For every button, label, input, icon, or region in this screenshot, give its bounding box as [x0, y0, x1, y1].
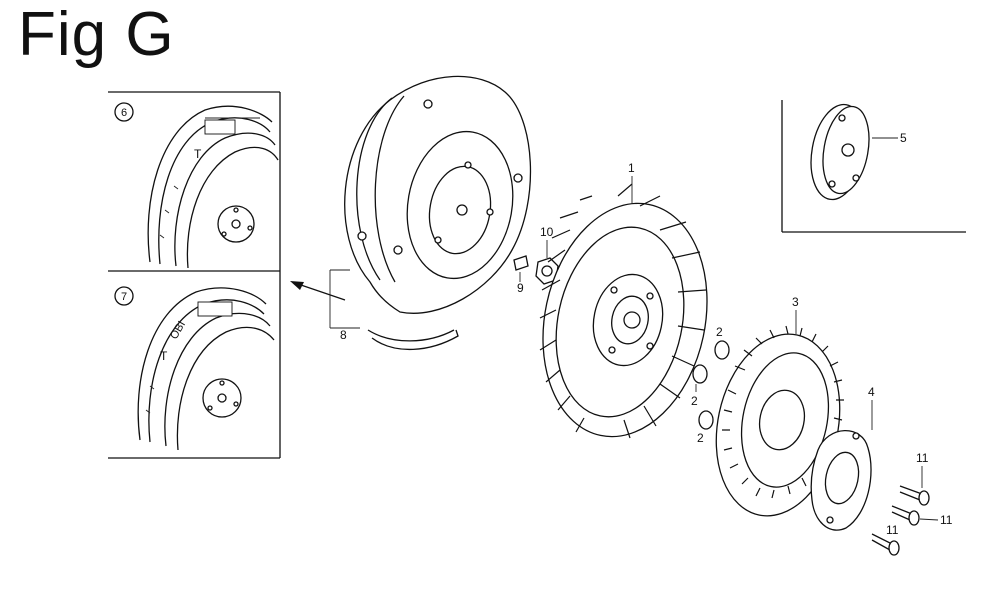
- woodruff-key-part-9: 9: [513, 255, 529, 295]
- callout-label-11b: 11: [940, 513, 953, 527]
- detail-6-t-mark: T: [194, 147, 202, 161]
- callout-8: 8: [329, 269, 459, 351]
- detail-7-label: 7: [121, 291, 127, 303]
- detail-7-flywheel-rim: 7 OBI T: [114, 286, 275, 451]
- detail-7-obi-text: OBI: [168, 319, 188, 341]
- callout-label-5: 5: [900, 131, 907, 145]
- callout-label-4: 4: [868, 385, 875, 399]
- callout-label-2a: 2: [716, 325, 723, 339]
- detail-6-label: 6: [121, 107, 127, 119]
- callout-label-3: 3: [792, 295, 799, 309]
- detail-insets-panel: 6 T 7: [108, 91, 281, 459]
- callout-label-11a: 11: [916, 451, 929, 465]
- figure-title: Fig G: [18, 0, 175, 69]
- spacer-parts-2: 2 2 2: [691, 325, 730, 445]
- flywheel-cover-part-8: [344, 75, 532, 314]
- callout-label-2b: 2: [691, 394, 698, 408]
- callout-label-11c: 11: [886, 523, 899, 537]
- callout-label-1: 1: [628, 161, 635, 175]
- detail-7-t-mark: T: [160, 349, 168, 363]
- detail-arrow: [290, 281, 346, 301]
- callout-label-2c: 2: [697, 431, 704, 445]
- flywheel-part-1: 1: [539, 161, 708, 439]
- detail-6-flywheel-rim: 6 T: [114, 102, 279, 269]
- callout-label-10: 10: [540, 225, 554, 239]
- mounting-plate-part-4: 4: [810, 385, 875, 531]
- bolts-parts-11: 11 11 11: [871, 451, 953, 556]
- detail-box-part-5: 5: [781, 100, 966, 233]
- callout-label-8: 8: [340, 328, 347, 342]
- callout-label-9: 9: [517, 281, 524, 295]
